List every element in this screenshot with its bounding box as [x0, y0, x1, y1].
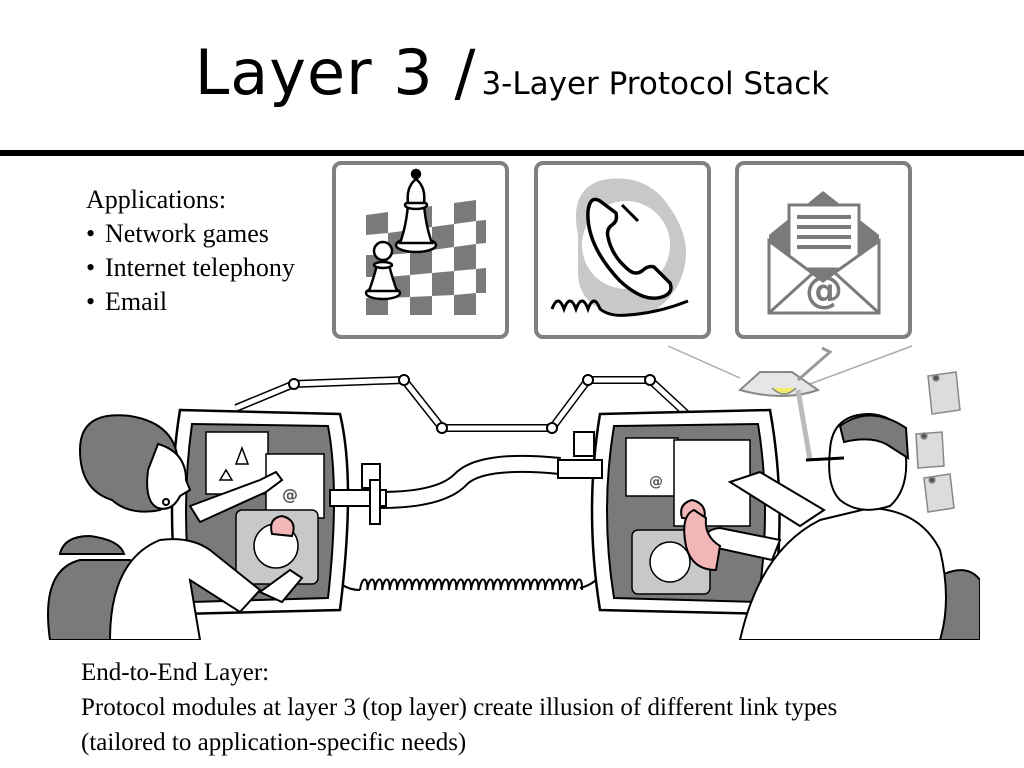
caption-heading: End-to-End Layer: [81, 659, 270, 686]
communication-scene: @ @ [47, 345, 980, 640]
woman-user [47, 414, 304, 640]
bullet: • [86, 253, 96, 282]
tube-link [379, 456, 561, 507]
list-item: • Internet telephony [86, 251, 336, 285]
lamp-icon [667, 345, 913, 461]
coiled-cable [359, 578, 584, 591]
slide-title: Layer 3 / 3-Layer Protocol Stack [0, 36, 1024, 109]
email-at-symbol: @ [805, 268, 843, 312]
bullet: • [86, 219, 96, 248]
right-terminal: @ [557, 408, 781, 616]
pinned-notes-icon [915, 371, 961, 513]
screen-at-symbol: @ [649, 474, 663, 490]
applications-list: Applications: • Network games • Internet t… [86, 183, 336, 319]
caption: End-to-End Layer: Protocol modules at la… [81, 655, 1001, 760]
network-games-tile [332, 161, 509, 339]
applications-heading: Applications: [86, 185, 227, 214]
chess-icon [364, 168, 486, 315]
bullet: • [86, 287, 96, 316]
caption-line-2: (tailored to application-specific needs) [81, 729, 467, 756]
screen-at-symbol: @ [282, 485, 298, 504]
envelope-at-icon: @ [767, 191, 881, 315]
caption-line-1: Protocol modules at layer 3 (top layer) … [81, 694, 838, 721]
list-item-label: Email [105, 287, 168, 316]
title-main: Layer 3 / [194, 36, 477, 109]
man-user [683, 412, 980, 640]
list-item-label: Internet telephony [105, 253, 295, 282]
title-subtitle: 3-Layer Protocol Stack [481, 66, 830, 102]
telephone-icon [550, 178, 689, 317]
list-item: • Network games [86, 217, 336, 251]
list-item-label: Network games [105, 219, 269, 248]
top-link-arm [234, 374, 710, 436]
list-item: • Email [86, 285, 336, 319]
email-tile: @ [735, 161, 912, 339]
internet-telephony-tile [534, 161, 711, 339]
title-divider [0, 150, 1024, 156]
